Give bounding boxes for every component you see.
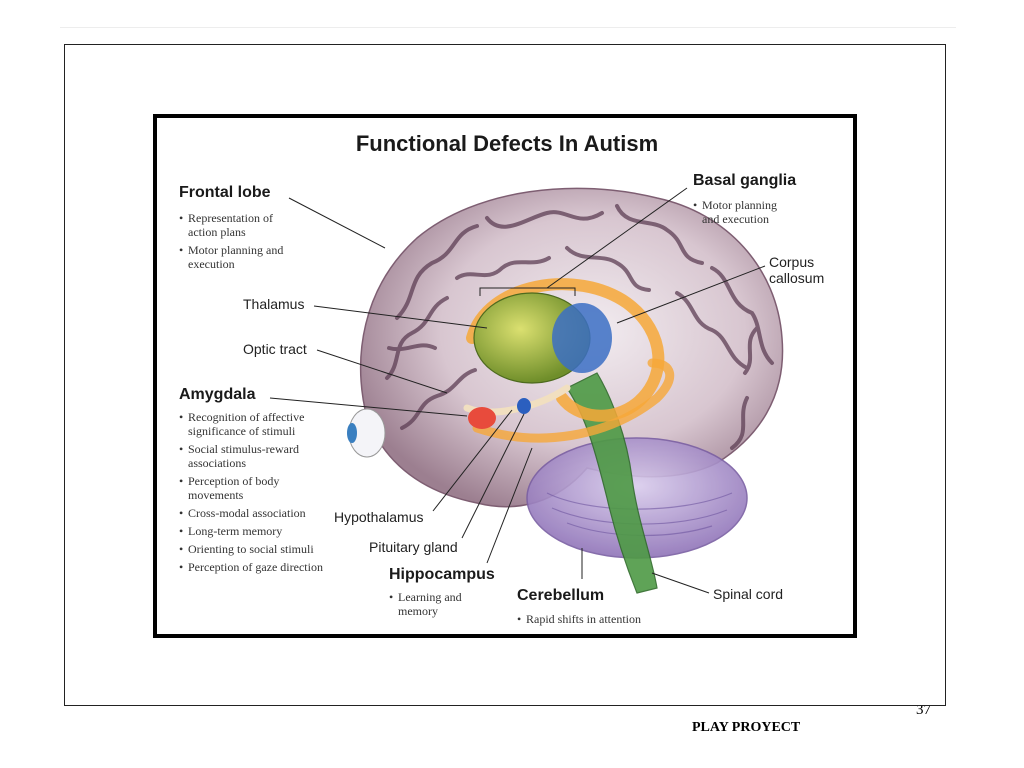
slide-frame — [64, 44, 946, 706]
list-item: Social stimulus-reward associations — [179, 442, 329, 470]
list-item: Rapid shifts in attention — [517, 612, 677, 626]
cerebellum-list: Rapid shifts in attention — [517, 612, 677, 630]
brain-figure: Functional Defects In Autism Frontal lob… — [153, 114, 857, 638]
basal-ganglia-bracket — [479, 287, 576, 296]
list-item: Recognition of affective significance of… — [179, 410, 329, 438]
list-item: Perception of body movements — [179, 474, 329, 502]
brain-illustration — [269, 187, 784, 594]
cortex-folds — [385, 204, 774, 450]
hippocampus-heading: Hippocampus — [389, 566, 495, 583]
list-item: Motor planning and execution — [179, 243, 304, 271]
footer-text: PLAY PROYECT — [692, 720, 801, 735]
amygdala-heading: Amygdala — [179, 386, 256, 403]
pituitary-gland-label: Pituitary gland — [369, 539, 458, 555]
list-item: Motor planning and execution — [693, 198, 793, 226]
list-item: Long-term memory — [179, 524, 329, 538]
spinal-cord-label: Spinal cord — [713, 586, 784, 602]
frontal-lobe-heading: Frontal lobe — [179, 184, 271, 201]
basal-ganglia-blue — [552, 303, 612, 373]
page-number: 37 — [916, 706, 931, 718]
leader-lines — [269, 187, 766, 594]
pituitary-shape — [517, 398, 531, 414]
hypothalamus-label: Hypothalamus — [334, 509, 424, 525]
cerebellum-heading: Cerebellum — [517, 587, 605, 604]
list-item: Perception of gaze direction — [179, 560, 329, 574]
list-item: Learning and memory — [389, 590, 479, 618]
amygdala-shape — [468, 407, 496, 429]
basal-ganglia-list: Motor planning and execution — [693, 198, 793, 230]
eye-iris — [347, 423, 357, 443]
amygdala-list: Recognition of affective significance of… — [179, 410, 329, 578]
corpus-callosum-label: Corpus callosum — [769, 254, 825, 286]
list-item: Cross-modal association — [179, 506, 329, 520]
basal-ganglia-heading: Basal ganglia — [693, 172, 797, 189]
frontal-lobe-list: Representation of action plans Motor pla… — [179, 211, 304, 275]
list-item: Orienting to social stimuli — [179, 542, 329, 556]
figure-title: Functional Defects In Autism — [355, 131, 659, 156]
fornix-shape — [472, 358, 675, 443]
corpus-callosum-shape — [466, 278, 665, 422]
top-rule — [60, 27, 956, 28]
optic-tract-label: Optic tract — [243, 341, 307, 357]
thalamus-label: Thalamus — [243, 296, 305, 312]
hippocampus-list: Learning and memory — [389, 590, 479, 622]
list-item: Representation of action plans — [179, 211, 304, 239]
